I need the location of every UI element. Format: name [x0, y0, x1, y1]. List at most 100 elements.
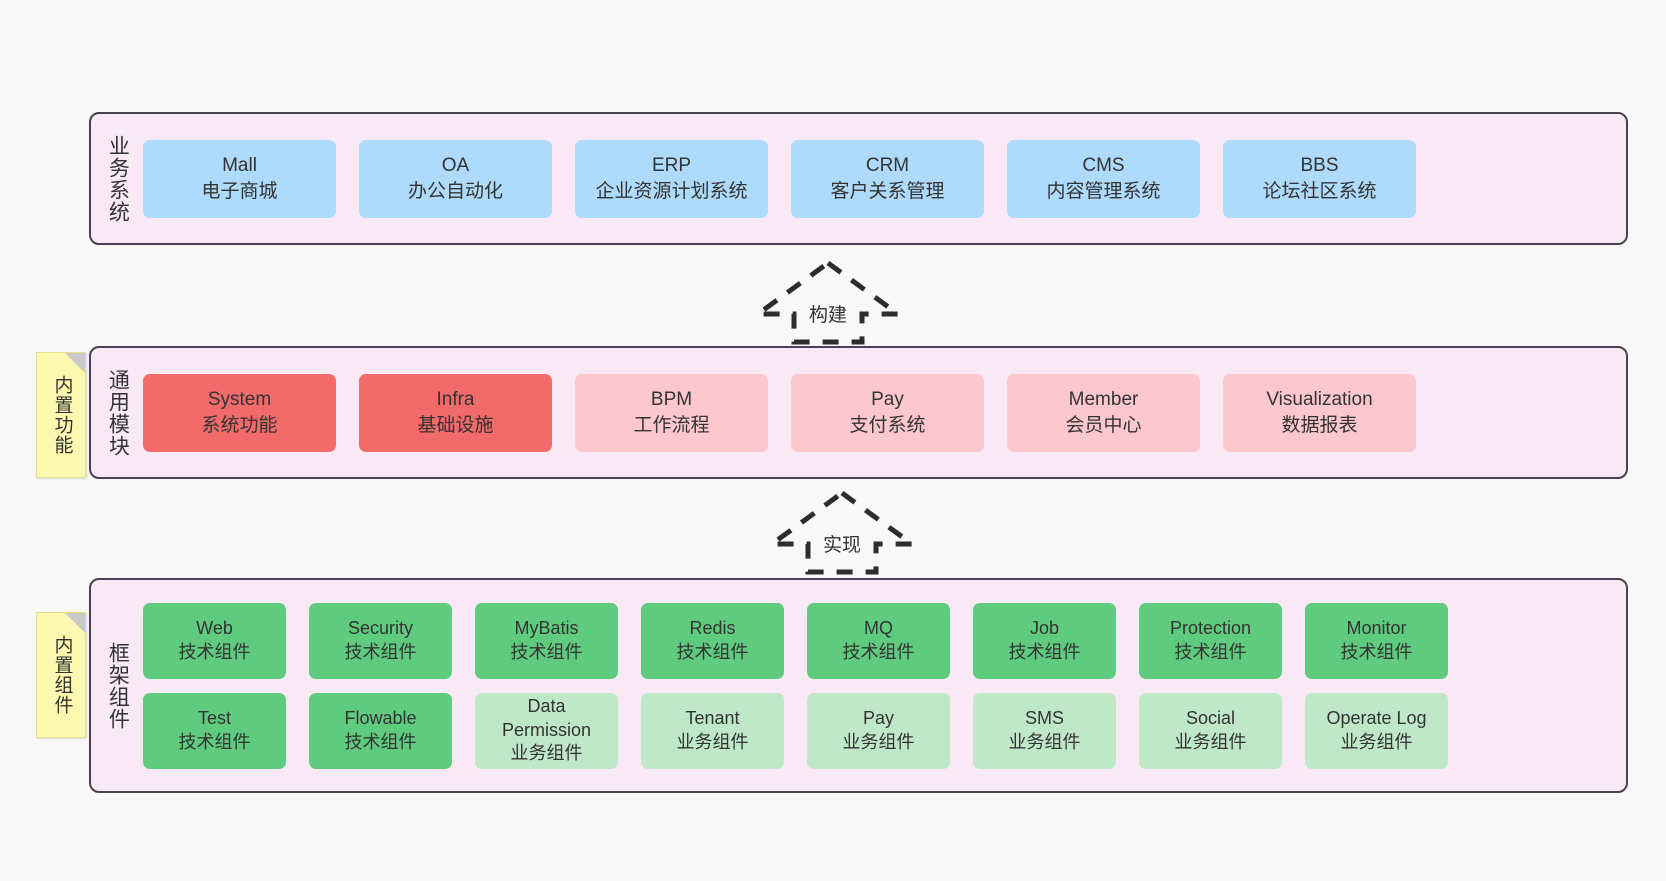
card-title-en: MQ [864, 617, 893, 638]
card-title-cn: 技术组件 [1174, 641, 1247, 662]
card-title-en: SMS [1024, 707, 1064, 728]
card-title-cn: 技术组件 [842, 641, 915, 662]
card-title-en: BPM [650, 389, 693, 411]
dashed-block-arrow-up-icon [764, 489, 920, 575]
arrow-label-build: 构建 [808, 305, 847, 326]
card-title-cn: 论坛社区系统 [1262, 180, 1377, 202]
layer-body-business: Mall 电子商城 OA 办公自动化 ERP 企业资源计划系统 CRM 客户关系… [143, 114, 1626, 243]
card-title-en: Pay [871, 389, 904, 411]
card-title-cn: 业务组件 [1340, 731, 1413, 752]
card-bpm[interactable]: BPM 工作流程 [575, 373, 768, 452]
layer-title-framework: 框架组件 [106, 641, 130, 730]
arrow-implement: 实现 [764, 488, 920, 576]
card-redis[interactable]: Redis 技术组件 [641, 602, 784, 679]
card-title-cn: 技术组件 [178, 641, 251, 662]
card-title-en: Redis [689, 617, 736, 638]
dashed-block-arrow-up-icon [750, 259, 906, 345]
card-pay[interactable]: Pay 支付系统 [791, 373, 984, 452]
card-data-permission[interactable]: Data Permission 业务组件 [475, 692, 618, 769]
card-title-en: Tenant [685, 707, 740, 728]
card-title-en: BBS [1300, 155, 1339, 177]
card-title-en: Infra [436, 389, 475, 411]
card-title-cn: 会员中心 [1065, 414, 1142, 436]
card-title-en: Operate Log [1326, 707, 1427, 728]
card-pay-component[interactable]: Pay 业务组件 [807, 692, 950, 769]
card-title-cn: 技术组件 [178, 731, 251, 752]
card-crm[interactable]: CRM 客户关系管理 [791, 139, 984, 218]
card-system[interactable]: System 系统功能 [143, 373, 336, 452]
sticky-note-builtin-components: 内置组件 [36, 612, 86, 738]
card-title-cn: 技术组件 [1008, 641, 1081, 662]
card-protection[interactable]: Protection 技术组件 [1139, 602, 1282, 679]
card-title-cn: 业务组件 [1008, 731, 1081, 752]
card-operate-log[interactable]: Operate Log 业务组件 [1305, 692, 1448, 769]
card-member[interactable]: Member 会员中心 [1007, 373, 1200, 452]
card-title-en: Job [1029, 617, 1060, 638]
layer-title-common: 通用模块 [106, 368, 130, 457]
card-mybatis[interactable]: MyBatis 技术组件 [475, 602, 618, 679]
card-title-cn: 企业资源计划系统 [595, 180, 748, 202]
card-title-en: Security [347, 617, 414, 638]
card-title-en: ERP [651, 155, 692, 177]
card-title-cn: 系统功能 [201, 414, 278, 436]
card-title-cn: 业务组件 [510, 743, 583, 764]
layer-framework-components: 框架组件 Web 技术组件 Security 技术组件 MyBatis 技术组件… [89, 578, 1628, 793]
card-title-en: Visualization [1266, 389, 1373, 411]
card-title-cn: 办公自动化 [407, 180, 503, 202]
card-title-en: Flowable [344, 707, 417, 728]
card-title-cn: 业务组件 [1174, 731, 1247, 752]
card-title-en: Member [1068, 389, 1139, 411]
card-title-cn: 业务组件 [842, 731, 915, 752]
card-title-cn: 支付系统 [849, 414, 926, 436]
card-title-cn: 数据报表 [1281, 414, 1358, 436]
card-title-cn: 技术组件 [344, 641, 417, 662]
card-title-cn: 业务组件 [676, 731, 749, 752]
card-title-cn: 内容管理系统 [1046, 180, 1161, 202]
sticky-note-label: 内置功能 [51, 375, 73, 455]
card-title-en: Monitor [1346, 617, 1407, 638]
card-test[interactable]: Test 技术组件 [143, 692, 286, 769]
page-fold-corner-icon [65, 353, 85, 373]
card-title-en: MyBatis [514, 617, 579, 638]
card-title-cn: 电子商城 [201, 180, 278, 202]
card-title-cn: 技术组件 [510, 641, 583, 662]
card-tenant[interactable]: Tenant 业务组件 [641, 692, 784, 769]
card-erp[interactable]: ERP 企业资源计划系统 [575, 139, 768, 218]
card-title-en: Web [196, 617, 233, 638]
card-row-technical: Web 技术组件 Security 技术组件 MyBatis 技术组件 Redi… [143, 602, 1612, 679]
card-social[interactable]: Social 业务组件 [1139, 692, 1282, 769]
arrow-build: 构建 [750, 258, 906, 346]
card-flowable[interactable]: Flowable 技术组件 [309, 692, 452, 769]
card-title-en: System [207, 389, 272, 411]
card-title-en: Data Permission [501, 695, 592, 740]
sticky-note-builtin-functions: 内置功能 [36, 352, 86, 478]
card-row: Mall 电子商城 OA 办公自动化 ERP 企业资源计划系统 CRM 客户关系… [143, 139, 1612, 218]
card-web[interactable]: Web 技术组件 [143, 602, 286, 679]
card-title-en: Social [1185, 707, 1236, 728]
card-row: System 系统功能 Infra 基础设施 BPM 工作流程 Pay 支付系统… [143, 373, 1612, 452]
card-monitor[interactable]: Monitor 技术组件 [1305, 602, 1448, 679]
card-sms[interactable]: SMS 业务组件 [973, 692, 1116, 769]
card-mall[interactable]: Mall 电子商城 [143, 139, 336, 218]
card-row-business: Test 技术组件 Flowable 技术组件 Data Permission … [143, 692, 1612, 769]
card-job[interactable]: Job 技术组件 [973, 602, 1116, 679]
card-visualization[interactable]: Visualization 数据报表 [1223, 373, 1416, 452]
card-security[interactable]: Security 技术组件 [309, 602, 452, 679]
card-title-en: Protection [1169, 617, 1252, 638]
card-mq[interactable]: MQ 技术组件 [807, 602, 950, 679]
layer-business-systems: 业务系统 Mall 电子商城 OA 办公自动化 ERP 企业资源计划系统 CRM… [89, 112, 1628, 245]
layer-common-modules: 通用模块 System 系统功能 Infra 基础设施 BPM 工作流程 Pay… [89, 346, 1628, 479]
card-title-cn: 基础设施 [417, 414, 494, 436]
card-oa[interactable]: OA 办公自动化 [359, 139, 552, 218]
card-title-cn: 工作流程 [633, 414, 710, 436]
card-title-en: CMS [1082, 155, 1125, 177]
card-bbs[interactable]: BBS 论坛社区系统 [1223, 139, 1416, 218]
card-title-cn: 客户关系管理 [830, 180, 945, 202]
sticky-note-label: 内置组件 [51, 635, 73, 715]
card-cms[interactable]: CMS 内容管理系统 [1007, 139, 1200, 218]
card-infra[interactable]: Infra 基础设施 [359, 373, 552, 452]
layer-title-business: 业务系统 [106, 134, 130, 223]
card-title-en: OA [441, 155, 470, 177]
card-title-cn: 技术组件 [676, 641, 749, 662]
